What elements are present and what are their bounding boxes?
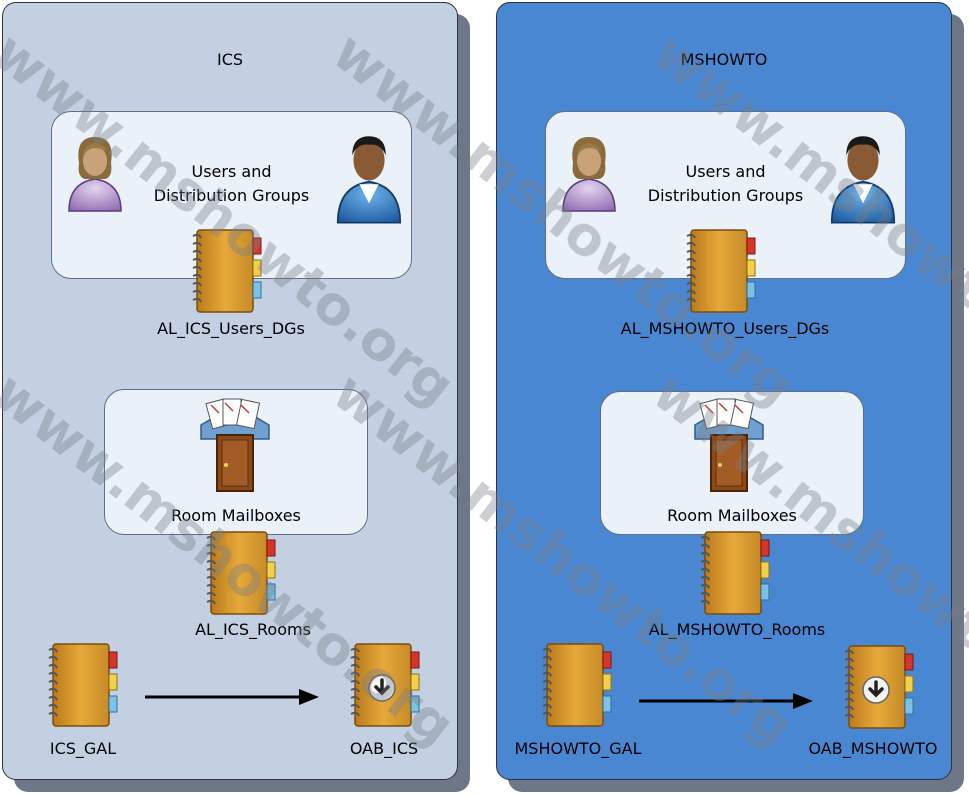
oab-label: OAB_MSHOWTO <box>808 739 938 758</box>
oab-label: OAB_ICS <box>349 739 419 758</box>
gal-icon <box>45 639 125 731</box>
rooms-address-list-icon <box>203 527 283 619</box>
users-label-line1: Users and <box>685 162 766 181</box>
rooms-label: Room Mailboxes <box>171 506 301 525</box>
users-address-list-icon <box>683 225 763 317</box>
gal-label: ICS_GAL <box>49 739 117 758</box>
man-user-icon <box>827 127 899 227</box>
rooms-address-list-label: AL_ICS_Rooms <box>195 620 311 639</box>
gal-icon <box>539 639 619 731</box>
woman-user-icon <box>559 131 619 215</box>
room-mailbox-icon <box>195 395 275 495</box>
organization-panel-ics: ICS Users and Distribution Groups AL_ICS… <box>2 2 458 780</box>
users-address-list-label: AL_MSHOWTO_Users_DGs <box>620 319 830 338</box>
gal-label: MSHOWTO_GAL <box>514 739 642 758</box>
users-address-list-label: AL_ICS_Users_DGs <box>157 319 305 338</box>
organization-panel-mshowto: MSHOWTO Users and Distribution Groups AL… <box>496 2 952 780</box>
users-address-list-icon <box>189 225 269 317</box>
users-label-line2: Distribution Groups <box>647 186 804 205</box>
rooms-address-list-label: AL_MSHOWTO_Rooms <box>648 620 826 639</box>
users-label-line1: Users and <box>191 162 272 181</box>
gal-to-oab-arrow <box>145 689 319 705</box>
gal-to-oab-arrow <box>639 693 813 709</box>
panel-title: ICS <box>216 50 244 69</box>
download-icon <box>367 673 397 703</box>
rooms-label: Room Mailboxes <box>667 506 797 525</box>
panel-title: MSHOWTO <box>680 50 768 69</box>
rooms-address-list-icon <box>697 527 777 619</box>
room-mailbox-icon <box>689 395 769 495</box>
man-user-icon <box>333 127 405 227</box>
download-icon <box>861 675 891 705</box>
users-label-line2: Distribution Groups <box>153 186 310 205</box>
woman-user-icon <box>65 131 125 215</box>
